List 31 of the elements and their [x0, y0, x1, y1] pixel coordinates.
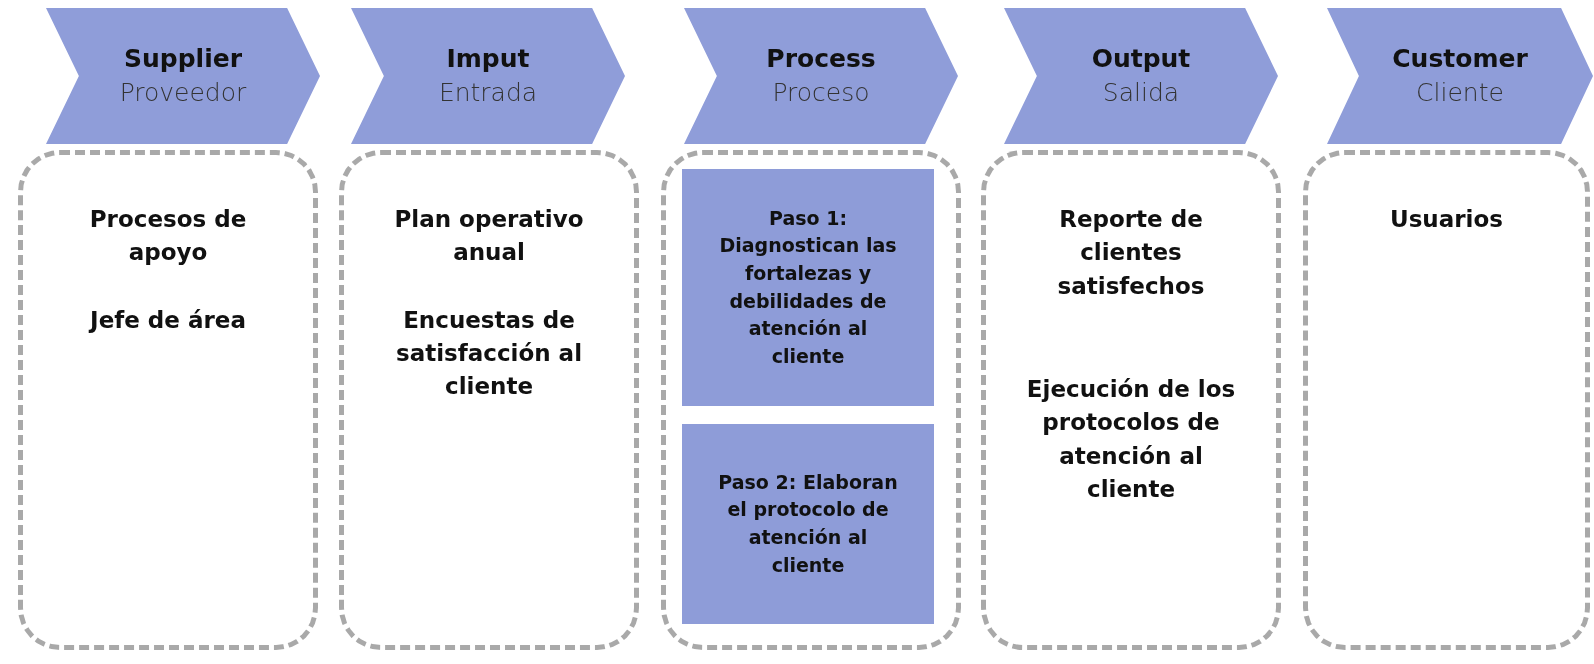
column-text: Ejecución de los protocolos de atención al cliente	[1025, 375, 1237, 505]
dashed-column	[339, 150, 639, 650]
chevron-header	[1327, 8, 1593, 144]
header-subtitle: Entrada	[438, 77, 538, 109]
column-text: Reporte de clientes satisfechos	[1056, 205, 1206, 301]
header-subtitle: Cliente	[1416, 77, 1504, 109]
header-subtitle: Proveedor	[119, 77, 247, 109]
chevron-header	[46, 8, 320, 144]
header-title: Imput	[446, 43, 530, 76]
chevron-header	[351, 8, 625, 144]
dashed-column	[981, 150, 1281, 650]
dashed-column	[18, 150, 318, 650]
column-text: Plan operativo anual	[393, 205, 585, 268]
header-subtitle: Salida	[1102, 77, 1180, 109]
header-title: Output	[1091, 43, 1191, 76]
step-text: Paso 2: Elaboran el protocolo de atención al cliente	[717, 469, 899, 578]
header-title: Process	[766, 43, 876, 76]
step-text: Paso 1: Diagnostican las fortalezas y debilidades de atención al cliente	[718, 205, 898, 369]
process-step-box	[682, 424, 934, 624]
column-text: Encuestas de satisfacción al cliente	[394, 305, 583, 402]
chevron-header	[1004, 8, 1278, 144]
process-step-box	[682, 169, 934, 406]
dashed-column	[1303, 150, 1590, 650]
chevron-header	[684, 8, 958, 144]
dashed-column	[661, 150, 961, 650]
column-text: Procesos de apoyo	[88, 205, 248, 268]
header-title: Supplier	[124, 43, 242, 76]
column-text: Usuarios	[1390, 205, 1503, 234]
header-title: Customer	[1392, 43, 1528, 76]
header-subtitle: Proceso	[772, 77, 870, 109]
column-text: Jefe de área	[90, 305, 246, 335]
